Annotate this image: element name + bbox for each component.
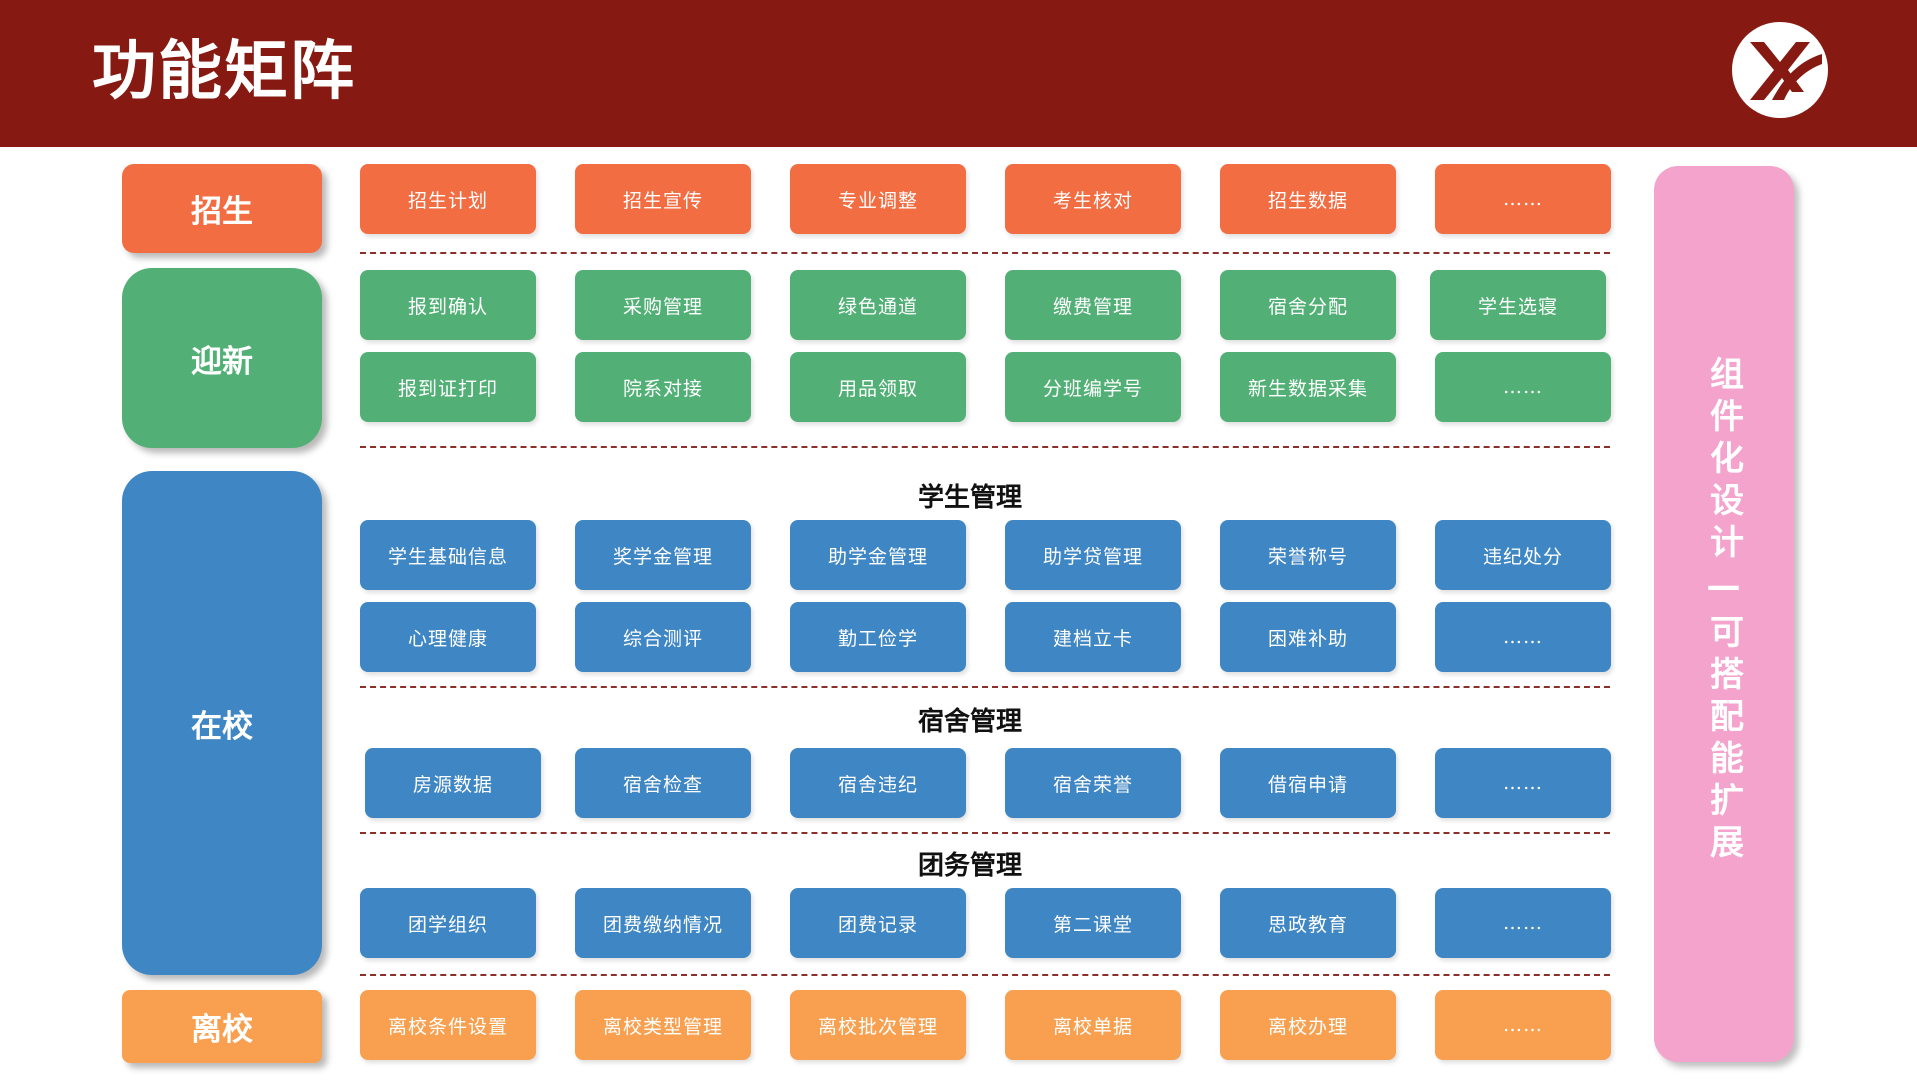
green-channel-button[interactable]: 绿色通道 (790, 270, 966, 340)
category-welcome: 迎新 (122, 268, 322, 448)
class-number-button[interactable]: 分班编学号 (1005, 352, 1181, 422)
league-more-button[interactable]: …… (1435, 888, 1611, 958)
candidate-check-button[interactable]: 考生核对 (1005, 164, 1181, 234)
section-title-dorm: 宿舍管理 (917, 707, 1022, 737)
section-title-student: 学生管理 (917, 483, 1022, 513)
scholarship-button[interactable]: 奖学金管理 (575, 520, 751, 590)
recruit-data-button[interactable]: 招生数据 (1220, 164, 1396, 234)
page-title: 功能矩阵 (92, 35, 356, 109)
divider (360, 974, 1610, 976)
work-study-button[interactable]: 勤工俭学 (790, 602, 966, 672)
student-dorm-select-button[interactable]: 学生选寝 (1430, 270, 1606, 340)
dorm-violation-button[interactable]: 宿舍违纪 (790, 748, 966, 818)
major-adjust-button[interactable]: 专业调整 (790, 164, 966, 234)
freshman-data-button[interactable]: 新生数据采集 (1220, 352, 1396, 422)
dorm-honor-button[interactable]: 宿舍荣誉 (1005, 748, 1181, 818)
dorm-inspect-button[interactable]: 宿舍检查 (575, 748, 751, 818)
recruit-more-button[interactable]: …… (1435, 164, 1611, 234)
discipline-button[interactable]: 违纪处分 (1435, 520, 1611, 590)
student-more-button[interactable]: …… (1435, 602, 1611, 672)
department-link-button[interactable]: 院系对接 (575, 352, 751, 422)
logo-icon (1732, 22, 1828, 118)
ideology-education-button[interactable]: 思政教育 (1220, 888, 1396, 958)
side-panel-text: 组件化设计—可搭配能扩展 (1703, 356, 1744, 866)
category-campus: 在校 (122, 471, 322, 975)
league-org-button[interactable]: 团学组织 (360, 888, 536, 958)
dorm-assign-button[interactable]: 宿舍分配 (1220, 270, 1396, 340)
leave-process-button[interactable]: 离校办理 (1220, 990, 1396, 1060)
welcome-more-button[interactable]: …… (1435, 352, 1611, 422)
certificate-print-button[interactable]: 报到证打印 (360, 352, 536, 422)
league-fee-record-button[interactable]: 团费记录 (790, 888, 966, 958)
leave-condition-button[interactable]: 离校条件设置 (360, 990, 536, 1060)
honor-title-button[interactable]: 荣誉称号 (1220, 520, 1396, 590)
supplies-collect-button[interactable]: 用品领取 (790, 352, 966, 422)
header-bar: 功能矩阵 (0, 0, 1917, 147)
section-title-league: 团务管理 (917, 851, 1022, 881)
mental-health-button[interactable]: 心理健康 (360, 602, 536, 672)
student-loan-button[interactable]: 助学贷管理 (1005, 520, 1181, 590)
poverty-file-button[interactable]: 建档立卡 (1005, 602, 1181, 672)
dorm-more-button[interactable]: …… (1435, 748, 1611, 818)
student-basic-info-button[interactable]: 学生基础信息 (360, 520, 536, 590)
leave-document-button[interactable]: 离校单据 (1005, 990, 1181, 1060)
hardship-subsidy-button[interactable]: 困难补助 (1220, 602, 1396, 672)
second-classroom-button[interactable]: 第二课堂 (1005, 888, 1181, 958)
lodging-request-button[interactable]: 借宿申请 (1220, 748, 1396, 818)
divider (360, 446, 1610, 448)
divider (360, 252, 1610, 254)
leave-batch-button[interactable]: 离校批次管理 (790, 990, 966, 1060)
leave-type-button[interactable]: 离校类型管理 (575, 990, 751, 1060)
recruit-promotion-button[interactable]: 招生宣传 (575, 164, 751, 234)
league-fee-status-button[interactable]: 团费缴纳情况 (575, 888, 751, 958)
purchase-manage-button[interactable]: 采购管理 (575, 270, 751, 340)
side-panel: 组件化设计—可搭配能扩展 (1654, 166, 1794, 1062)
payment-manage-button[interactable]: 缴费管理 (1005, 270, 1181, 340)
category-recruit: 招生 (122, 164, 322, 253)
room-data-button[interactable]: 房源数据 (365, 748, 541, 818)
divider (360, 686, 1610, 688)
leave-more-button[interactable]: …… (1435, 990, 1611, 1060)
check-in-confirm-button[interactable]: 报到确认 (360, 270, 536, 340)
category-leave: 离校 (122, 990, 322, 1063)
recruit-plan-button[interactable]: 招生计划 (360, 164, 536, 234)
divider (360, 832, 1610, 834)
evaluation-button[interactable]: 综合测评 (575, 602, 751, 672)
grant-button[interactable]: 助学金管理 (790, 520, 966, 590)
